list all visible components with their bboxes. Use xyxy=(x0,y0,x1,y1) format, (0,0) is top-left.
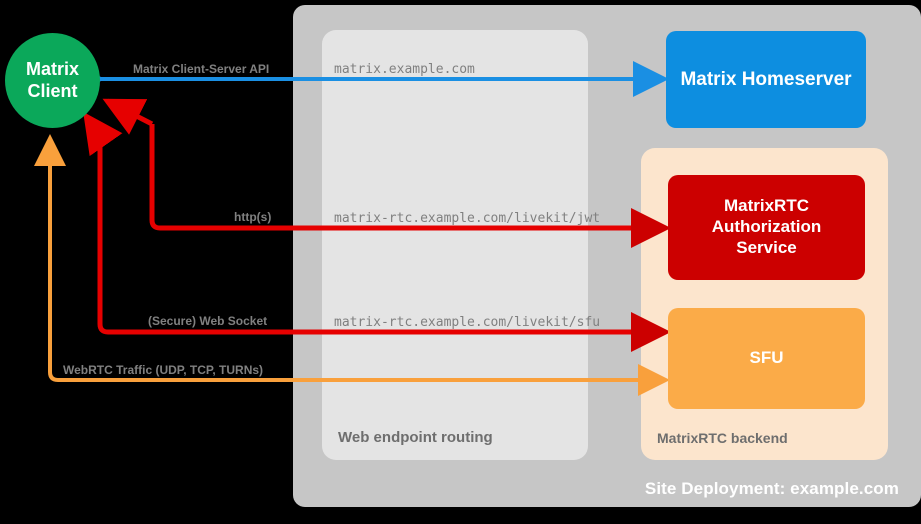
endpoint-label-livekit-jwt: matrix-rtc.example.com/livekit/jwt xyxy=(334,211,601,226)
connector-label-webrtc: WebRTC Traffic (UDP, TCP, TURNs) xyxy=(63,363,264,377)
node-auth-line2: Authorization xyxy=(711,217,822,237)
endpoint-label-livekit-sfu: matrix-rtc.example.com/livekit/sfu xyxy=(334,315,601,330)
endpoint-label-matrix-example-com: matrix.example.com xyxy=(334,62,475,77)
connector-label-https: http(s) xyxy=(234,210,272,224)
node-matrix-homeserver[interactable]: Matrix Homeserver xyxy=(666,31,866,128)
node-matrix-client-line2: Client xyxy=(27,80,78,101)
web-endpoint-routing-label: Web endpoint routing xyxy=(338,429,493,446)
node-auth-line1: MatrixRTC xyxy=(723,196,809,216)
node-auth-line3: Service xyxy=(736,237,797,257)
node-matrix-client[interactable]: Matrix Client xyxy=(5,33,100,128)
node-matrix-client-line1: Matrix xyxy=(25,59,79,80)
node-matrixrtc-authorization-service[interactable]: MatrixRTC Authorization Service xyxy=(668,175,865,280)
node-matrix-homeserver-label: Matrix Homeserver xyxy=(680,68,852,90)
connector-https-jwt-arrowhead-client xyxy=(102,98,154,135)
node-sfu[interactable]: SFU xyxy=(668,308,865,409)
connector-websocket-arrowhead-client xyxy=(83,111,123,157)
connector-label-matrix-client-server-api: Matrix Client-Server API xyxy=(133,62,270,76)
connector-label-websocket: (Secure) Web Socket xyxy=(148,314,268,328)
web-endpoint-routing-container: Web endpoint routing xyxy=(322,30,588,460)
site-deployment-label: Site Deployment: example.com xyxy=(644,479,899,498)
matrixrtc-backend-label: MatrixRTC backend xyxy=(657,430,788,446)
node-sfu-label: SFU xyxy=(749,348,784,368)
